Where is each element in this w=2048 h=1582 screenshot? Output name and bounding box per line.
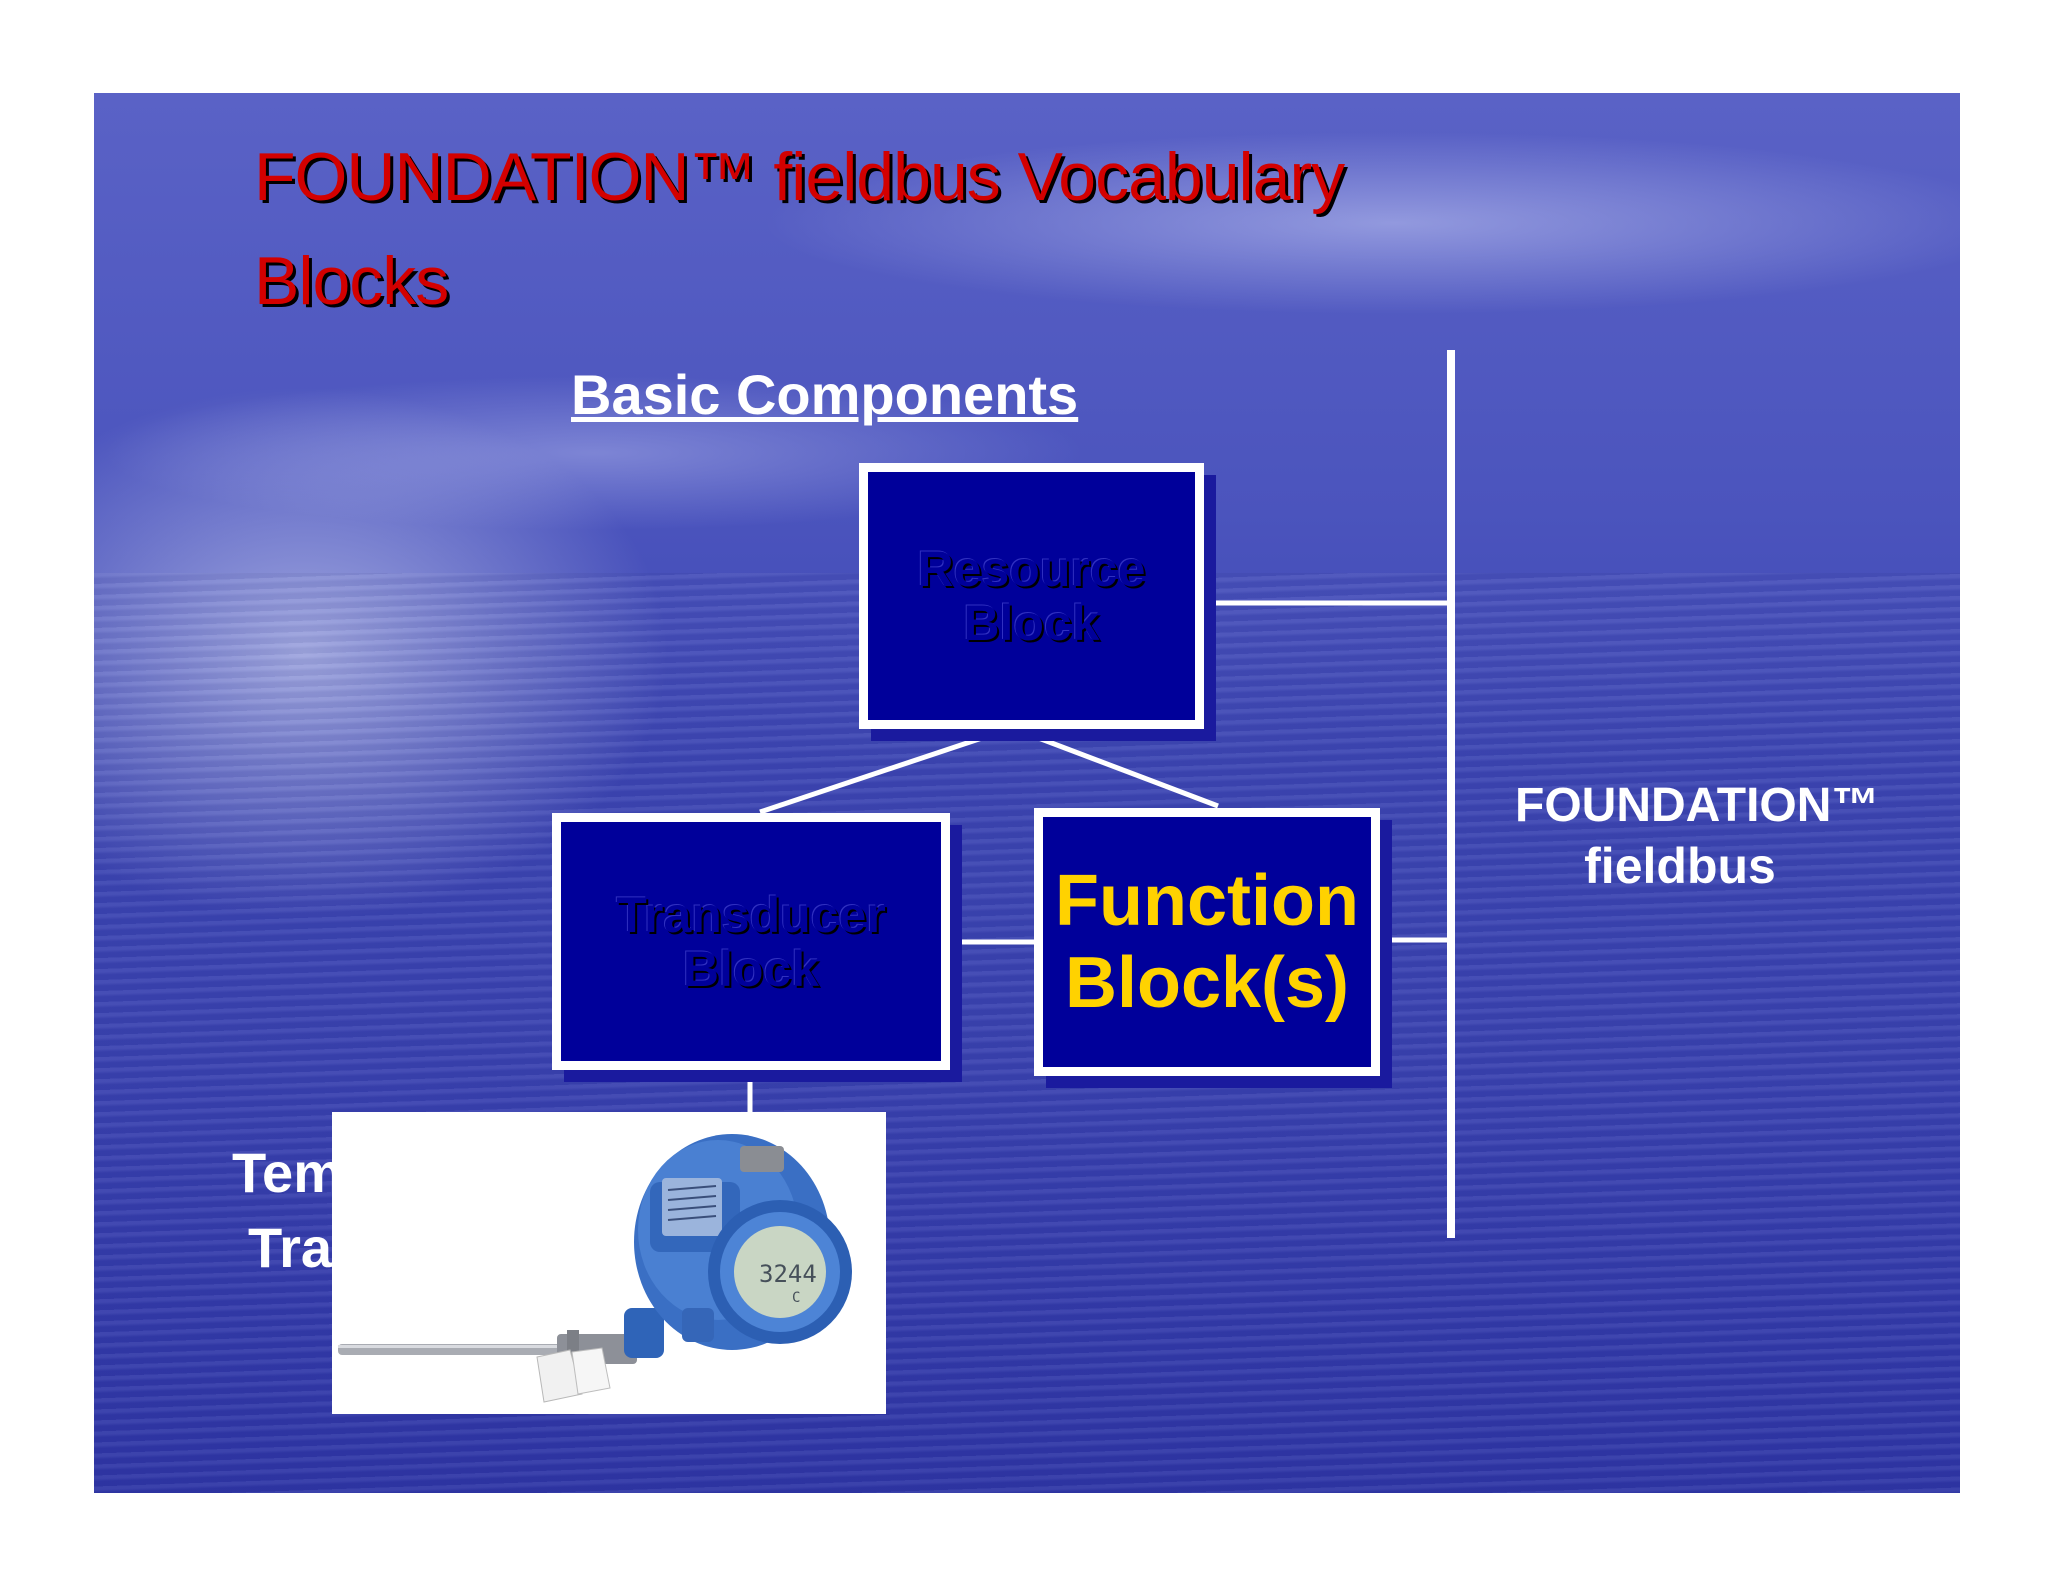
fieldbus-label-line1: FOUNDATION™ xyxy=(1515,779,1880,832)
transducer-block-label-line1: Transducer xyxy=(616,886,886,943)
resource-block-label-line2: Block xyxy=(963,595,1100,651)
device-label-line1: Tem xyxy=(232,1141,343,1204)
probe-tag xyxy=(536,1349,583,1403)
transducer-block-label-line2: Block xyxy=(682,940,820,997)
resource-block-label-line1: Resource xyxy=(917,541,1146,597)
transducer-block: Transducer Block xyxy=(552,813,950,1070)
lcd-unit: C xyxy=(792,1290,800,1306)
lcd-reading: 3244 xyxy=(759,1260,817,1288)
function-block-label-line1: Function xyxy=(1055,861,1359,941)
function-block-label-line2: Block(s) xyxy=(1064,943,1350,1023)
slide-title: FOUNDATION™ fieldbus Vocabulary xyxy=(254,139,1345,215)
resource-block: Resource Block xyxy=(859,463,1204,729)
resource-to-function-line xyxy=(1019,728,1219,809)
slide-title-line2: Blocks xyxy=(254,243,449,319)
fieldbus-label-line2: fieldbus xyxy=(1584,838,1776,894)
device-label-line2: Tra xyxy=(248,1216,333,1279)
housing-neck xyxy=(624,1308,664,1358)
resource-to-transducer-line xyxy=(759,728,1004,815)
temperature-transmitter-photo: 3244 C xyxy=(332,1112,886,1414)
function-block: Function Block(s) xyxy=(1034,808,1380,1076)
transmitter-image: 3244 C xyxy=(338,1134,852,1403)
section-heading: Basic Components xyxy=(571,363,1079,426)
lcd-display xyxy=(734,1226,826,1318)
fieldbus-label: FOUNDATION™ fieldbus xyxy=(1515,778,1879,895)
